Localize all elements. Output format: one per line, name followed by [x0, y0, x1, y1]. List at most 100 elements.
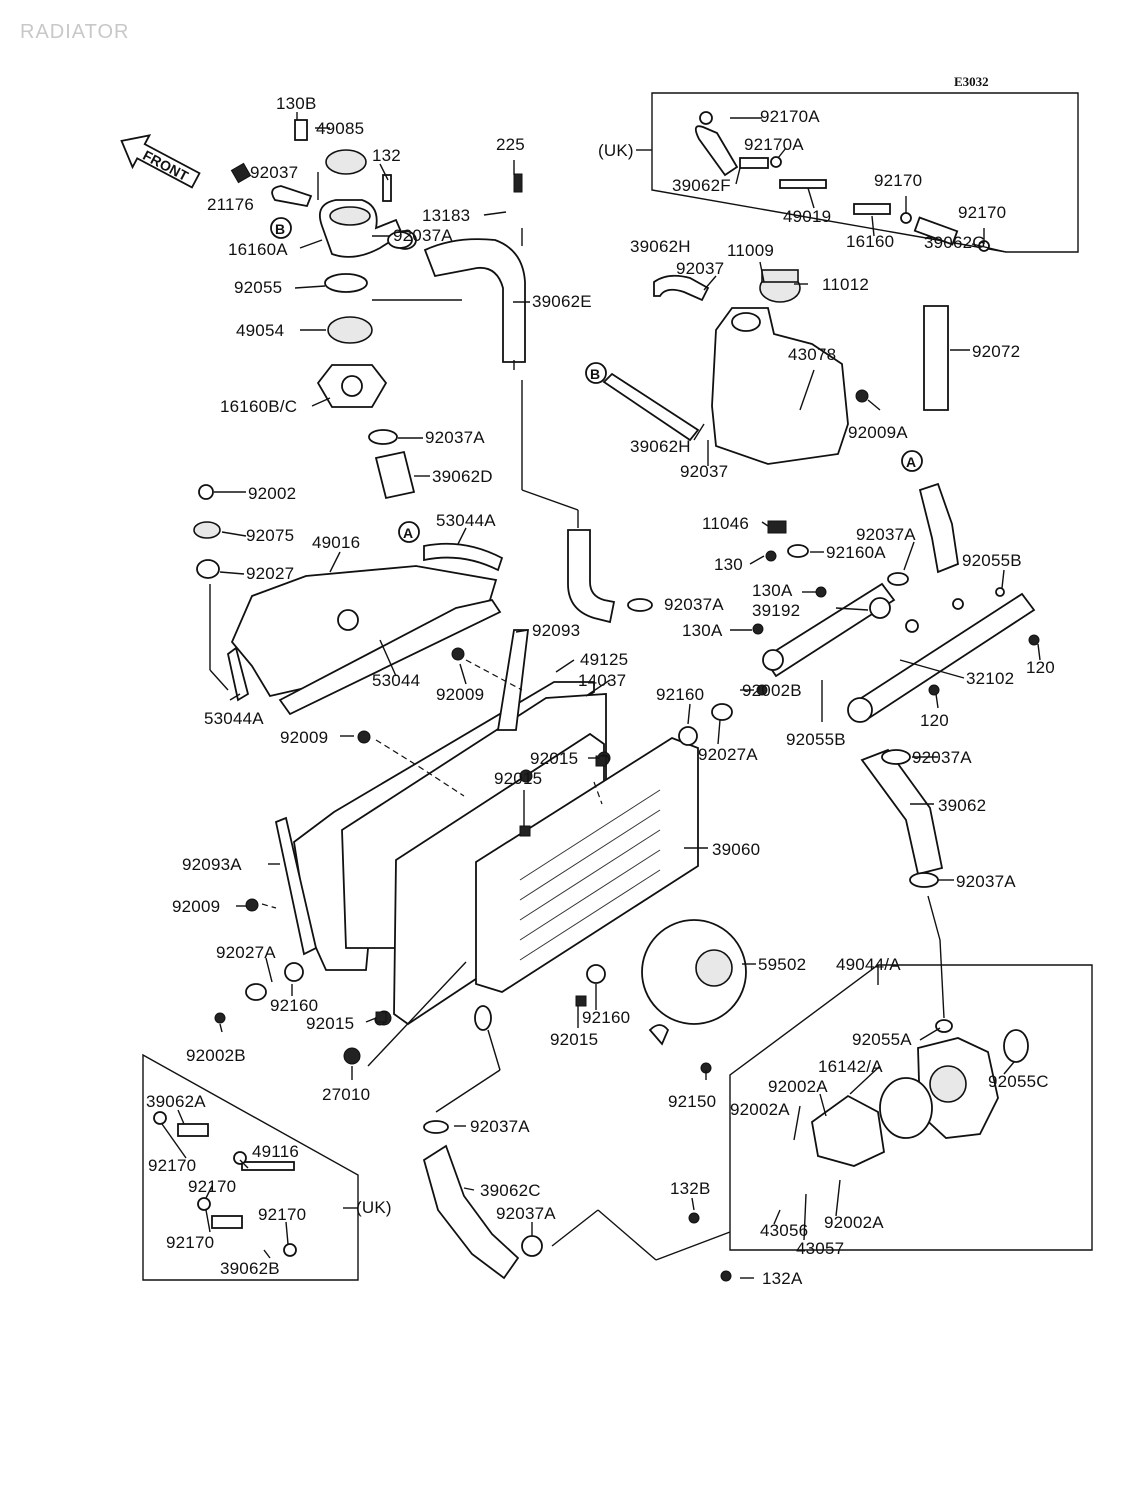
part-label: 92002A	[730, 1100, 790, 1119]
part-label: 39062A	[146, 1092, 206, 1111]
part-label: 92170	[258, 1205, 306, 1224]
part-label: 59502	[758, 955, 806, 974]
hose-39062C	[422, 1144, 520, 1280]
cooling-fan-59502	[641, 919, 747, 1046]
part-label: 92015	[306, 1014, 354, 1033]
part-label: 49016	[312, 533, 360, 552]
part-label: 92002A	[768, 1077, 828, 1096]
part-label: 39062G	[924, 233, 986, 252]
part-label: 92037A	[856, 525, 916, 544]
svg-text:A: A	[906, 454, 916, 470]
part-label: 39060	[712, 840, 760, 859]
part-label: 92037A	[496, 1204, 556, 1223]
part-label: 130	[714, 555, 743, 574]
part-label: 92009	[436, 685, 484, 704]
part-label: 92170	[188, 1177, 236, 1196]
hose-39062E	[423, 238, 526, 363]
part-label: 32102	[966, 669, 1014, 688]
part-label: 120	[1026, 658, 1055, 677]
radiator-shroud	[193, 484, 504, 716]
part-label: 39062H	[630, 437, 691, 456]
uk-region-box-bottom: (UK)	[142, 1053, 392, 1281]
part-label: 49044/A	[836, 955, 901, 974]
part-label: 132	[372, 146, 401, 165]
strap-92072	[923, 305, 949, 411]
part-label: 92015	[494, 769, 542, 788]
part-label: 130A	[682, 621, 723, 640]
part-label: 92037	[250, 163, 298, 182]
part-label: 92055B	[962, 551, 1022, 570]
part-label: 120	[920, 711, 949, 730]
svg-text:B: B	[275, 221, 285, 237]
part-label: 92160	[656, 685, 704, 704]
uk-label-bottom: (UK)	[356, 1198, 392, 1217]
part-label: 92015	[550, 1030, 598, 1049]
part-label: 14037	[578, 671, 626, 690]
part-label: 92170	[874, 171, 922, 190]
part-label: 11012	[822, 275, 869, 294]
part-label: 49019	[783, 207, 831, 226]
part-label: 39062C	[480, 1181, 541, 1200]
uk-label-top: (UK)	[598, 141, 634, 160]
part-label: 43056	[760, 1221, 808, 1240]
part-label: 53044	[372, 671, 420, 690]
part-label: 92002A	[824, 1213, 884, 1232]
hose-39062D	[374, 450, 416, 500]
part-label: 132A	[762, 1269, 803, 1288]
part-label: 92072	[972, 342, 1020, 361]
leader-lines	[161, 112, 1041, 1279]
radiator-core	[274, 629, 699, 1026]
page-title: RADIATOR	[20, 21, 130, 43]
reservoir-tank	[711, 269, 849, 465]
part-label: 92002	[248, 484, 296, 503]
fasteners	[153, 111, 1040, 1282]
part-label: 49085	[316, 119, 364, 138]
part-label: 92002B	[742, 681, 802, 700]
dashed-connectors	[261, 659, 603, 909]
part-label: 92075	[246, 526, 294, 545]
hose-radiator-upper	[567, 529, 616, 624]
part-label: 39062E	[532, 292, 592, 311]
part-label: 39062H	[630, 237, 691, 256]
part-label: 92160	[582, 1008, 630, 1027]
part-label: 43057	[796, 1239, 844, 1258]
part-label: 92015	[530, 749, 578, 768]
part-label: 92055	[234, 278, 282, 297]
part-label: 16160B/C	[220, 397, 297, 416]
front-arrow-icon: FRONT	[120, 134, 201, 189]
part-label: 92037A	[912, 748, 972, 767]
part-label: 16160	[846, 232, 894, 251]
part-labels: 130B 49085 132 92037 21176 16160A 92037A…	[146, 94, 1055, 1288]
svg-text:B: B	[590, 366, 600, 382]
part-label: 92002B	[186, 1046, 246, 1065]
marker-A-left: A	[398, 521, 420, 543]
hose-39062H-B	[602, 372, 700, 442]
part-label: 92009	[172, 897, 220, 916]
part-label: 92027A	[698, 745, 758, 764]
part-label: 53044A	[436, 511, 496, 530]
part-label: 13183	[422, 206, 470, 225]
svg-text:A: A	[403, 525, 413, 541]
part-label: 92170	[958, 203, 1006, 222]
part-label: 39062B	[220, 1259, 280, 1278]
part-label: 92037	[680, 462, 728, 481]
part-label: 92170	[166, 1233, 214, 1252]
part-label: 16142/A	[818, 1057, 883, 1076]
hose-A-reservoir	[918, 482, 959, 574]
front-label: FRONT	[140, 147, 191, 184]
part-label: 11009	[727, 241, 774, 260]
part-label: 39062F	[672, 176, 731, 195]
part-label: 16160A	[228, 240, 288, 259]
part-label: 225	[496, 135, 525, 154]
part-label: 132B	[670, 1179, 711, 1198]
part-label: 49116	[252, 1142, 299, 1161]
hose-39062	[860, 748, 944, 876]
hose-92037-top	[271, 185, 313, 208]
hose-39062F-uk	[694, 125, 739, 177]
marker-A-right: A	[901, 450, 923, 472]
part-label: 92170	[148, 1156, 196, 1175]
part-label: 92150	[668, 1092, 716, 1111]
water-pump	[811, 1019, 1029, 1167]
diagram-code: E3032	[954, 74, 989, 89]
